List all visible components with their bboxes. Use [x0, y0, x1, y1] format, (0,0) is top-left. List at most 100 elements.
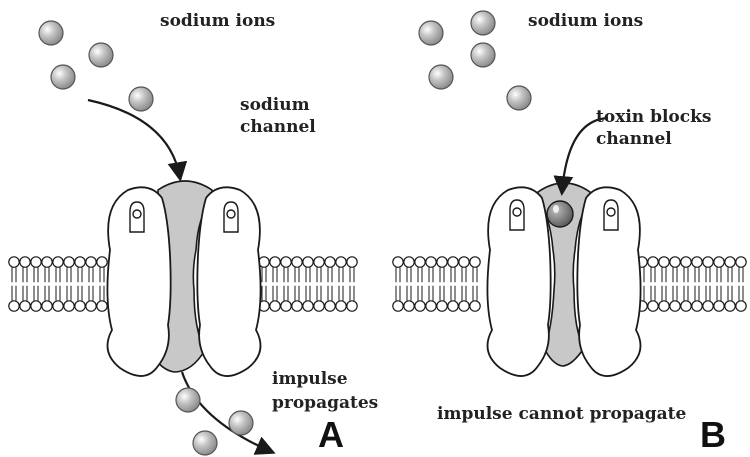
lipid-tail [273, 267, 277, 301]
lipid-head [393, 257, 403, 267]
sodium-ions-label-a: sodium ions [160, 10, 275, 32]
lipid-tail [473, 267, 477, 301]
sodium-ion [229, 411, 253, 435]
lipid-tail [673, 267, 677, 301]
gate-loop-right-a [224, 202, 238, 232]
gate-loop-left-b [510, 200, 524, 230]
lipid-tail [34, 267, 38, 301]
lipid-tail [706, 267, 710, 301]
lipid-head [97, 257, 107, 267]
lipid-head [393, 301, 403, 311]
sodium-ion [51, 65, 75, 89]
lipid-head [31, 257, 41, 267]
lipid-tail [684, 267, 688, 301]
lipid-tail [89, 267, 93, 301]
lipid-tail [284, 267, 288, 301]
lipid-head [404, 301, 414, 311]
lipid-head [97, 301, 107, 311]
sodium-ions-label-b: sodium ions [528, 10, 643, 32]
sodium-ion [129, 87, 153, 111]
lipid-head [415, 257, 425, 267]
lipid-tail [317, 267, 321, 301]
toxin-label-line2: channel [596, 128, 672, 150]
lipid-head [292, 257, 302, 267]
lipid-tail [350, 267, 354, 301]
lipid-head [459, 301, 469, 311]
lipid-head [736, 301, 746, 311]
toxin-molecule [547, 201, 573, 227]
lipid-head [437, 257, 447, 267]
lipid-head [75, 301, 85, 311]
lipid-tail [328, 267, 332, 301]
sodium-ion [507, 86, 531, 110]
lipid-tail [717, 267, 721, 301]
result-label-b: impulse cannot propagate [437, 403, 686, 425]
lipid-tail [56, 267, 60, 301]
membrane-left-b [393, 257, 480, 311]
lipid-head [314, 301, 324, 311]
arrow-into-channel-a [88, 100, 180, 178]
lipid-tail [45, 267, 49, 301]
lipid-head [53, 257, 63, 267]
lipid-tail [78, 267, 82, 301]
lipid-head [347, 257, 357, 267]
sodium-ion [89, 43, 113, 67]
lipid-tail [407, 267, 411, 301]
lipid-head [659, 301, 669, 311]
lipid-tail [339, 267, 343, 301]
lipid-tail [12, 267, 16, 301]
lipid-head [20, 301, 30, 311]
panel-letter-b: B [700, 415, 726, 455]
lipid-tail [695, 267, 699, 301]
lipid-head [314, 257, 324, 267]
result-label-a-line1: impulse [272, 368, 348, 390]
sodium-ion [39, 21, 63, 45]
sodium-ion [471, 43, 495, 67]
lipid-head [725, 301, 735, 311]
lipid-head [281, 257, 291, 267]
lipid-tail [728, 267, 732, 301]
lipid-head [336, 301, 346, 311]
lipid-head [437, 301, 447, 311]
lipid-tail [262, 267, 266, 301]
lipid-head [347, 301, 357, 311]
lipid-head [681, 301, 691, 311]
toxin-highlight [553, 205, 559, 213]
lipid-tail [67, 267, 71, 301]
lipid-head [75, 257, 85, 267]
lipid-head [703, 301, 713, 311]
lipid-head [42, 257, 52, 267]
lipid-tail [295, 267, 299, 301]
lipid-head [459, 257, 469, 267]
lipid-head [448, 301, 458, 311]
sodium-ion [419, 21, 443, 45]
membrane-right-a [259, 257, 357, 311]
sodium-ion [471, 11, 495, 35]
lipid-tail [429, 267, 433, 301]
lipid-head [714, 257, 724, 267]
panel-b [393, 118, 746, 376]
lipid-head [64, 257, 74, 267]
lipid-head [415, 301, 425, 311]
gate-loop-left-a [130, 202, 144, 232]
lipid-tail [662, 267, 666, 301]
lipid-head [281, 301, 291, 311]
lipid-head [9, 301, 19, 311]
membrane-right-b [637, 257, 746, 311]
sodium-ions-b [419, 11, 531, 110]
sodium-ion [176, 388, 200, 412]
panel-letter-a: A [318, 415, 344, 455]
lipid-tail [100, 267, 104, 301]
lipid-head [31, 301, 41, 311]
lipid-head [64, 301, 74, 311]
lipid-head [470, 257, 480, 267]
gate-loop-right-b [604, 200, 618, 230]
lipid-tail [23, 267, 27, 301]
lipid-tail [651, 267, 655, 301]
sodium-ion [193, 431, 217, 455]
lipid-tail [451, 267, 455, 301]
lipid-head [426, 257, 436, 267]
lipid-head [426, 301, 436, 311]
lipid-tail [462, 267, 466, 301]
